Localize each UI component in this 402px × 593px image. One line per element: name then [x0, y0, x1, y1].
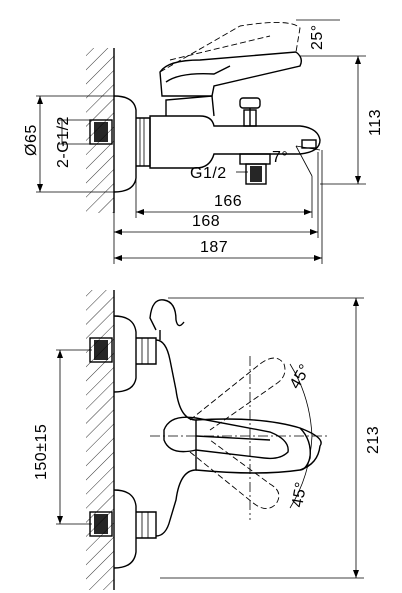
lever-handle-top	[159, 51, 303, 97]
mixer-body-bottom	[155, 339, 197, 537]
shower-hook	[149, 299, 185, 331]
dim-diameter: Ø65	[23, 124, 40, 156]
dim-angle-7: 7°	[272, 149, 288, 166]
lever-handle-bottom	[163, 416, 289, 460]
top-view: 25° Ø65 2-G1/2 113 G1/2 7° 166	[23, 19, 384, 264]
bottom-view: 150±15 213 45° 45°	[33, 290, 382, 590]
dim-angle-25: 25°	[309, 24, 326, 50]
mixer-body-top	[149, 115, 321, 169]
wall-hatch-bottom	[86, 290, 114, 590]
dim-height-213: 213	[365, 426, 382, 454]
dim-length-187: 187	[200, 239, 228, 256]
lever-handle-dashed	[159, 22, 301, 73]
dim-angle-45-lower: 45°	[289, 480, 310, 508]
dim-length-166: 166	[214, 193, 242, 210]
dim-length-168: 168	[192, 213, 220, 230]
dim-outlet-thread: G1/2	[190, 165, 227, 182]
dim-inlet-thread: 2-G1/2	[55, 116, 72, 168]
dim-center-distance: 150±15	[33, 424, 50, 480]
dim-height-113: 113	[367, 109, 384, 136]
escutcheon-top	[113, 95, 137, 193]
